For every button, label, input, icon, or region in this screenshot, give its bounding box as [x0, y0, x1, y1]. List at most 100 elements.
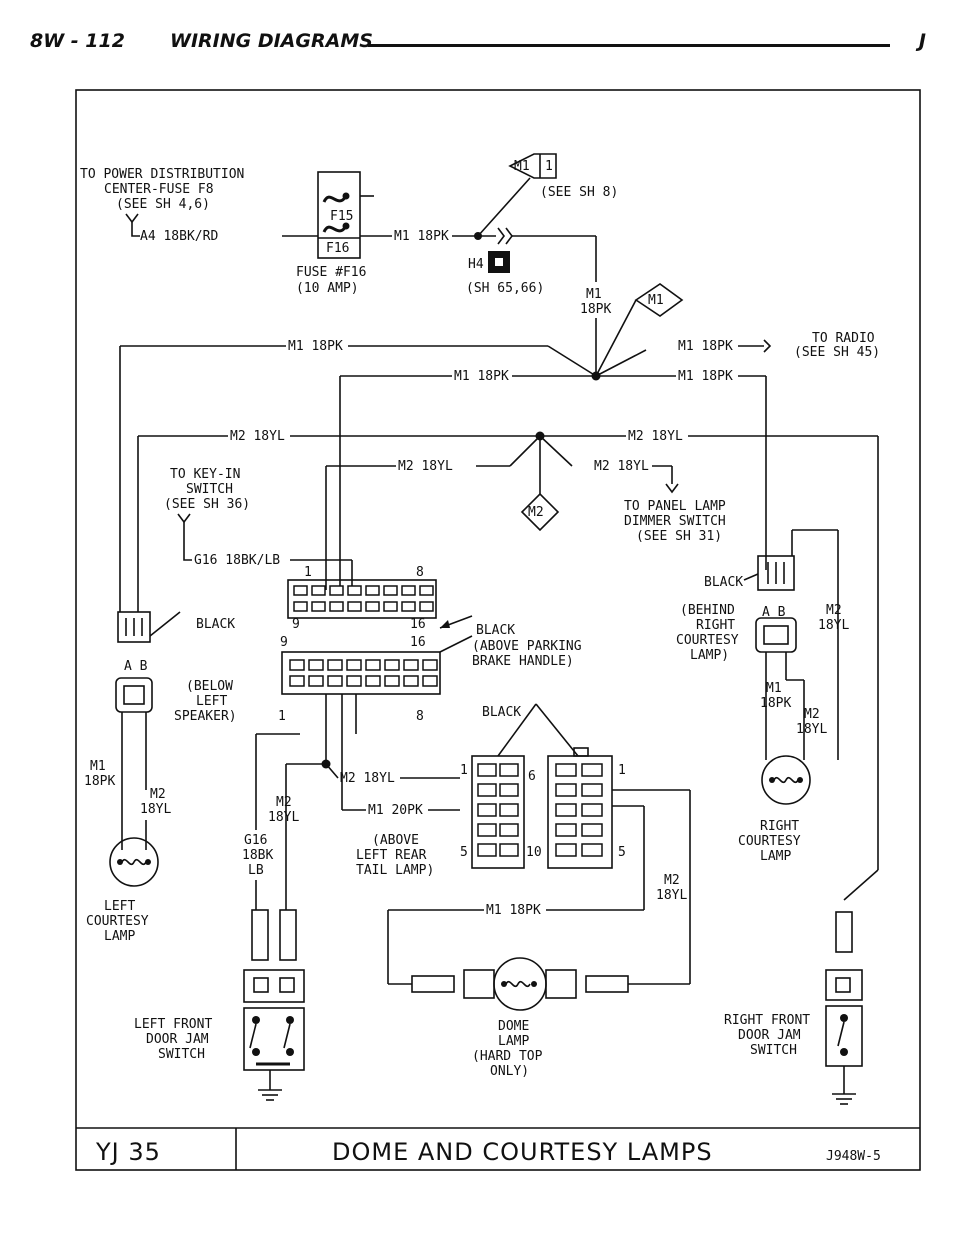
connector-pin [499, 843, 519, 857]
behind-right-line4: LAMP) [690, 648, 729, 663]
dome-line3: (HARD TOP [472, 1049, 543, 1064]
g16-stack-2: 18BK [242, 848, 273, 863]
connector-pin [347, 585, 362, 596]
left-courtesy-line2: COURTESY [86, 914, 149, 929]
connector-pin [293, 601, 308, 612]
left-rear-line1: (ABOVE [372, 833, 419, 848]
inline-connector [497, 227, 513, 245]
connector-pin [403, 659, 419, 671]
right-courtesy-line3: LAMP [760, 849, 791, 864]
right-m2-top: M2 [826, 603, 842, 618]
connector-pin [311, 585, 326, 596]
panel-lamp-line2: DIMMER SWITCH [624, 514, 726, 529]
connector-pin [581, 823, 603, 837]
fuse-f15-label: F15 [330, 209, 353, 224]
fuse-rating: (10 AMP) [296, 281, 359, 296]
left-courtesy-line1: LEFT [104, 899, 135, 914]
connector-pin [384, 659, 400, 671]
m2-center-stack-top: M2 [276, 795, 292, 810]
rear-left-pin1: 1 [460, 763, 468, 778]
m1-diamond-label: M1 [648, 293, 664, 308]
left-door-line2: DOOR JAM [146, 1032, 209, 1047]
key-in-line3: (SEE SH 36) [164, 497, 250, 512]
m1-stack-top: M1 [586, 287, 602, 302]
m2-keyin-label: M2 18YL [398, 459, 453, 474]
conn-pin-8: 8 [416, 565, 424, 580]
connector-pin [555, 843, 577, 857]
m1-right-lower: M1 18PK [678, 369, 733, 384]
rear-connector-left: 1 5 6 10 [460, 755, 542, 869]
rear-connector-right: 1 5 [547, 747, 626, 869]
connector-pin [477, 763, 497, 777]
power-dist-line2: CENTER-FUSE F8 [104, 182, 214, 197]
rear-m2-top: M2 [664, 873, 680, 888]
power-dist-line1: TO POWER DISTRIBUTION [80, 167, 244, 182]
left-m1-stack-bottom: 18PK [84, 774, 115, 789]
connector-pin [499, 783, 519, 797]
right-m1-bottom: 18PK [760, 696, 791, 711]
dome-line1: DOME [498, 1019, 529, 1034]
connector-pin [383, 601, 398, 612]
below-left-line1: (BELOW [186, 679, 233, 694]
left-connector: A B [115, 611, 153, 713]
behind-right-line3: COURTESY [676, 633, 739, 648]
panel-lamp-line3: (SEE SH 31) [636, 529, 722, 544]
connector-pin [477, 843, 497, 857]
right-door-line1: RIGHT FRONT [724, 1013, 810, 1028]
fuse-name: FUSE #F16 [296, 265, 366, 280]
connector-pin [346, 675, 362, 687]
see-sh8-label: (SEE SH 8) [540, 185, 618, 200]
connector-pin [329, 585, 344, 596]
right-door-line3: SWITCH [750, 1043, 797, 1058]
page-number: 8W - 112 [30, 30, 125, 52]
right-ab-label: A B [762, 605, 786, 620]
right-door-switch-icon [825, 911, 863, 1105]
connector-pin [422, 659, 438, 671]
m2-center-stack-bottom: 18YL [268, 810, 299, 825]
g16-stack-1: G16 [244, 833, 267, 848]
panel-lamp-line1: TO PANEL LAMP [624, 499, 726, 514]
m2-right-label: M2 18YL [628, 429, 683, 444]
instrument-connector: 1 8 9 16 [287, 565, 437, 632]
right-connector: A B [755, 555, 797, 653]
connector-pin [499, 763, 519, 777]
below-left-line3: SPEAKER) [174, 709, 237, 724]
connector-pin [555, 783, 577, 797]
connector-pin [555, 763, 577, 777]
left-m2-stack-top: M2 [150, 787, 166, 802]
connector-pin [308, 659, 324, 671]
left-rear-line2: LEFT REAR [356, 848, 427, 863]
rear-right-pin1: 1 [618, 763, 626, 778]
m1-20pk-label: M1 20PK [368, 803, 423, 818]
behind-right-line1: (BEHIND [680, 603, 735, 618]
body-pin-1: 1 [278, 709, 286, 724]
connector-pin [346, 659, 362, 671]
connector-pin [403, 675, 419, 687]
connector-pin [477, 823, 497, 837]
behind-right-line2: RIGHT [696, 618, 735, 633]
m2-diamond-flag [520, 492, 560, 532]
conn-pin-1: 1 [304, 565, 312, 580]
connector-pin [383, 585, 398, 596]
m1-flag-pin: 1 [545, 159, 553, 174]
footer-model: YJ 35 [95, 1138, 161, 1166]
rear-m2-bottom: 18YL [656, 888, 687, 903]
body-pin-9: 9 [280, 635, 288, 650]
right-m1-top: M1 [766, 681, 782, 696]
sh6566-label: (SH 65,66) [466, 281, 544, 296]
a4-wire-label: A4 18BK/RD [140, 229, 218, 244]
m1-diamond-flag [634, 283, 684, 317]
left-m2-stack-bottom: 18YL [140, 802, 171, 817]
m2-bottom-label: M2 18YL [340, 771, 395, 786]
left-ab-label: A B [124, 659, 148, 674]
fuse-f16-label: F16 [326, 241, 349, 256]
power-dist-line3: (SEE SH 4,6) [116, 197, 210, 212]
connector-pin [499, 823, 519, 837]
right-m2-bottom: 18YL [818, 618, 849, 633]
rear-right-pin5: 5 [618, 845, 626, 860]
footer-code: J948W-5 [826, 1149, 881, 1164]
key-in-line2: SWITCH [186, 482, 233, 497]
dome-lamp-icon [388, 957, 690, 1011]
right-m2b-top: M2 [804, 707, 820, 722]
